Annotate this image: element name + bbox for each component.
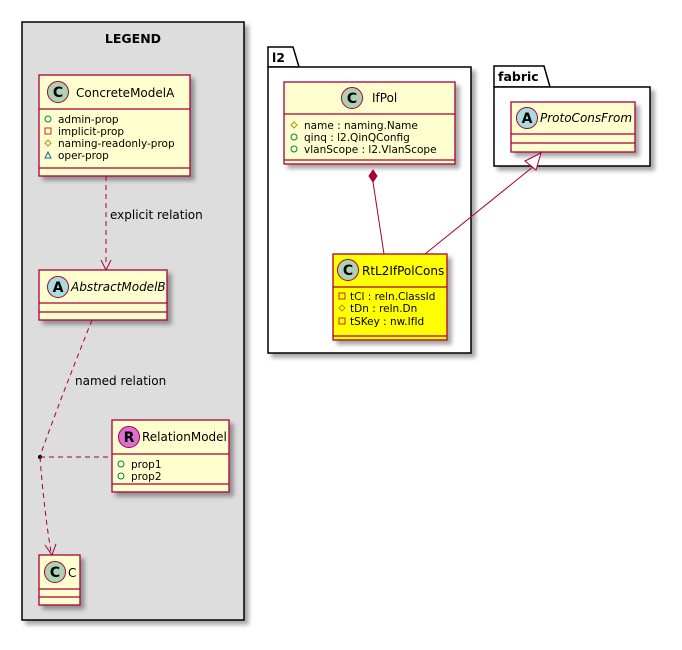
class-name: ProtoConsFrom [540, 111, 632, 125]
class-name: AbstractModelB [70, 280, 166, 294]
class-rtl2ifpolcons[interactable]: C RtL2IfPolCons tCl : reln.ClassId tDn :… [332, 253, 448, 341]
prop: implicit-prop [58, 126, 124, 138]
class-name: RelationModel [142, 430, 227, 444]
class-abstract-model-b[interactable]: A AbstractModelB [38, 269, 168, 321]
protected-visibility-icon [338, 304, 346, 312]
class-ifpol[interactable]: C IfPol name : naming.Name qinq : l2.Qin… [283, 81, 456, 165]
class-concrete-model-a[interactable]: C ConcreteModelA admin-prop implicit-pro… [38, 74, 191, 177]
public-visibility-icon [290, 133, 298, 141]
generalization-relation [424, 152, 542, 255]
public-visibility-icon [117, 460, 125, 468]
private-visibility-icon [338, 317, 346, 325]
class-name: IfPol [372, 91, 397, 105]
composition-relation [368, 169, 385, 255]
abstract-a-icon: A [516, 107, 538, 129]
class-name: RtL2IfPolCons [362, 264, 444, 278]
svg-text:C: C [347, 91, 357, 107]
named-relation-label: named relation [75, 374, 166, 388]
public-visibility-icon [290, 145, 298, 153]
prop: tCl : reln.ClassId [350, 291, 435, 303]
class-c-icon: C [44, 561, 66, 583]
svg-text:R: R [124, 430, 135, 446]
class-name: C [68, 566, 76, 580]
package-name: fabric [498, 69, 539, 84]
protected-visibility-icon [44, 139, 52, 147]
class-c-icon: C [47, 81, 69, 103]
private-visibility-icon [338, 292, 346, 300]
svg-text:A: A [522, 111, 533, 127]
class-relation-model[interactable]: R RelationModel prop1 prop2 [111, 419, 230, 493]
prop: name : naming.Name [304, 120, 418, 132]
prop: vlanScope : l2.VlanScope [304, 144, 437, 156]
class-proto-cons-from[interactable]: A ProtoConsFrom [510, 101, 636, 153]
prop: prop2 [131, 471, 162, 483]
svg-text:C: C [343, 263, 353, 279]
prop: prop1 [131, 459, 162, 471]
public-visibility-icon [44, 115, 52, 123]
protected-visibility-icon [290, 121, 298, 129]
abstract-a-icon: A [47, 276, 69, 298]
relation-r-icon: R [118, 426, 140, 448]
package-name: l2 [272, 50, 285, 65]
svg-text:A: A [53, 280, 64, 296]
prop: oper-prop [58, 150, 109, 162]
package-visibility-icon [44, 150, 52, 159]
public-visibility-icon [117, 472, 125, 480]
explicit-relation-label: explicit relation [110, 208, 203, 222]
class-c-icon: C [341, 87, 363, 109]
prop: qinq : l2.QinQConfig [304, 132, 410, 144]
prop: admin-prop [58, 114, 119, 126]
named-relation-arrow [38, 319, 112, 557]
svg-text:C: C [50, 565, 60, 581]
svg-text:C: C [53, 85, 63, 101]
class-c[interactable]: C C [38, 554, 81, 606]
prop: tSKey : nw.IfId [350, 316, 424, 328]
prop-list: admin-prop implicit-prop naming-readonly… [44, 114, 175, 162]
class-c-icon: C [337, 259, 359, 281]
private-visibility-icon [44, 127, 52, 135]
legend-title: LEGEND [105, 31, 161, 46]
class-name: ConcreteModelA [76, 86, 175, 100]
prop: tDn : reln.Dn [350, 303, 417, 315]
prop: naming-readonly-prop [58, 138, 175, 150]
